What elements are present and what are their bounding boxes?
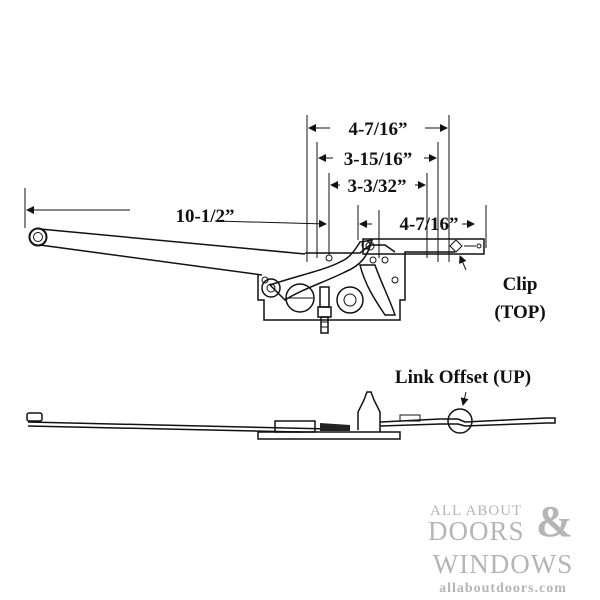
brand-logo: ALL ABOUT DOORS & WINDOWS allaboutdoors.…	[428, 497, 573, 596]
link-offset-label: Link Offset (UP)	[395, 367, 531, 388]
long-arm-top-view	[28, 227, 306, 276]
logo-line1: ALL ABOUT	[430, 503, 522, 519]
extension-lines	[24, 115, 487, 262]
gearbox-top-view	[257, 239, 455, 321]
logo-ampersand: &	[536, 497, 573, 546]
dimension-arrows	[26, 124, 475, 228]
dim-mid-gearbox: 3-15/16”	[344, 149, 413, 170]
handle-stud-top-view	[317, 286, 332, 334]
clip-position-label: (TOP)	[494, 302, 545, 323]
clip-pointer-arrow	[459, 255, 467, 271]
dim-short-arm: 4-7/16”	[399, 214, 458, 235]
dim-overall-gearbox: 4-7/16”	[348, 119, 407, 140]
short-arm-top-view	[362, 238, 485, 255]
clip-label: Clip	[503, 274, 538, 295]
operator-side-view	[26, 391, 556, 440]
logo-line3: WINDOWS	[433, 549, 573, 579]
logo-url: allaboutdoors.com	[439, 581, 567, 596]
dim-long-arm: 10-1/2”	[175, 206, 234, 227]
dim-inner-gearbox: 3-3/32”	[347, 176, 406, 197]
logo-line2: DOORS	[428, 516, 525, 546]
